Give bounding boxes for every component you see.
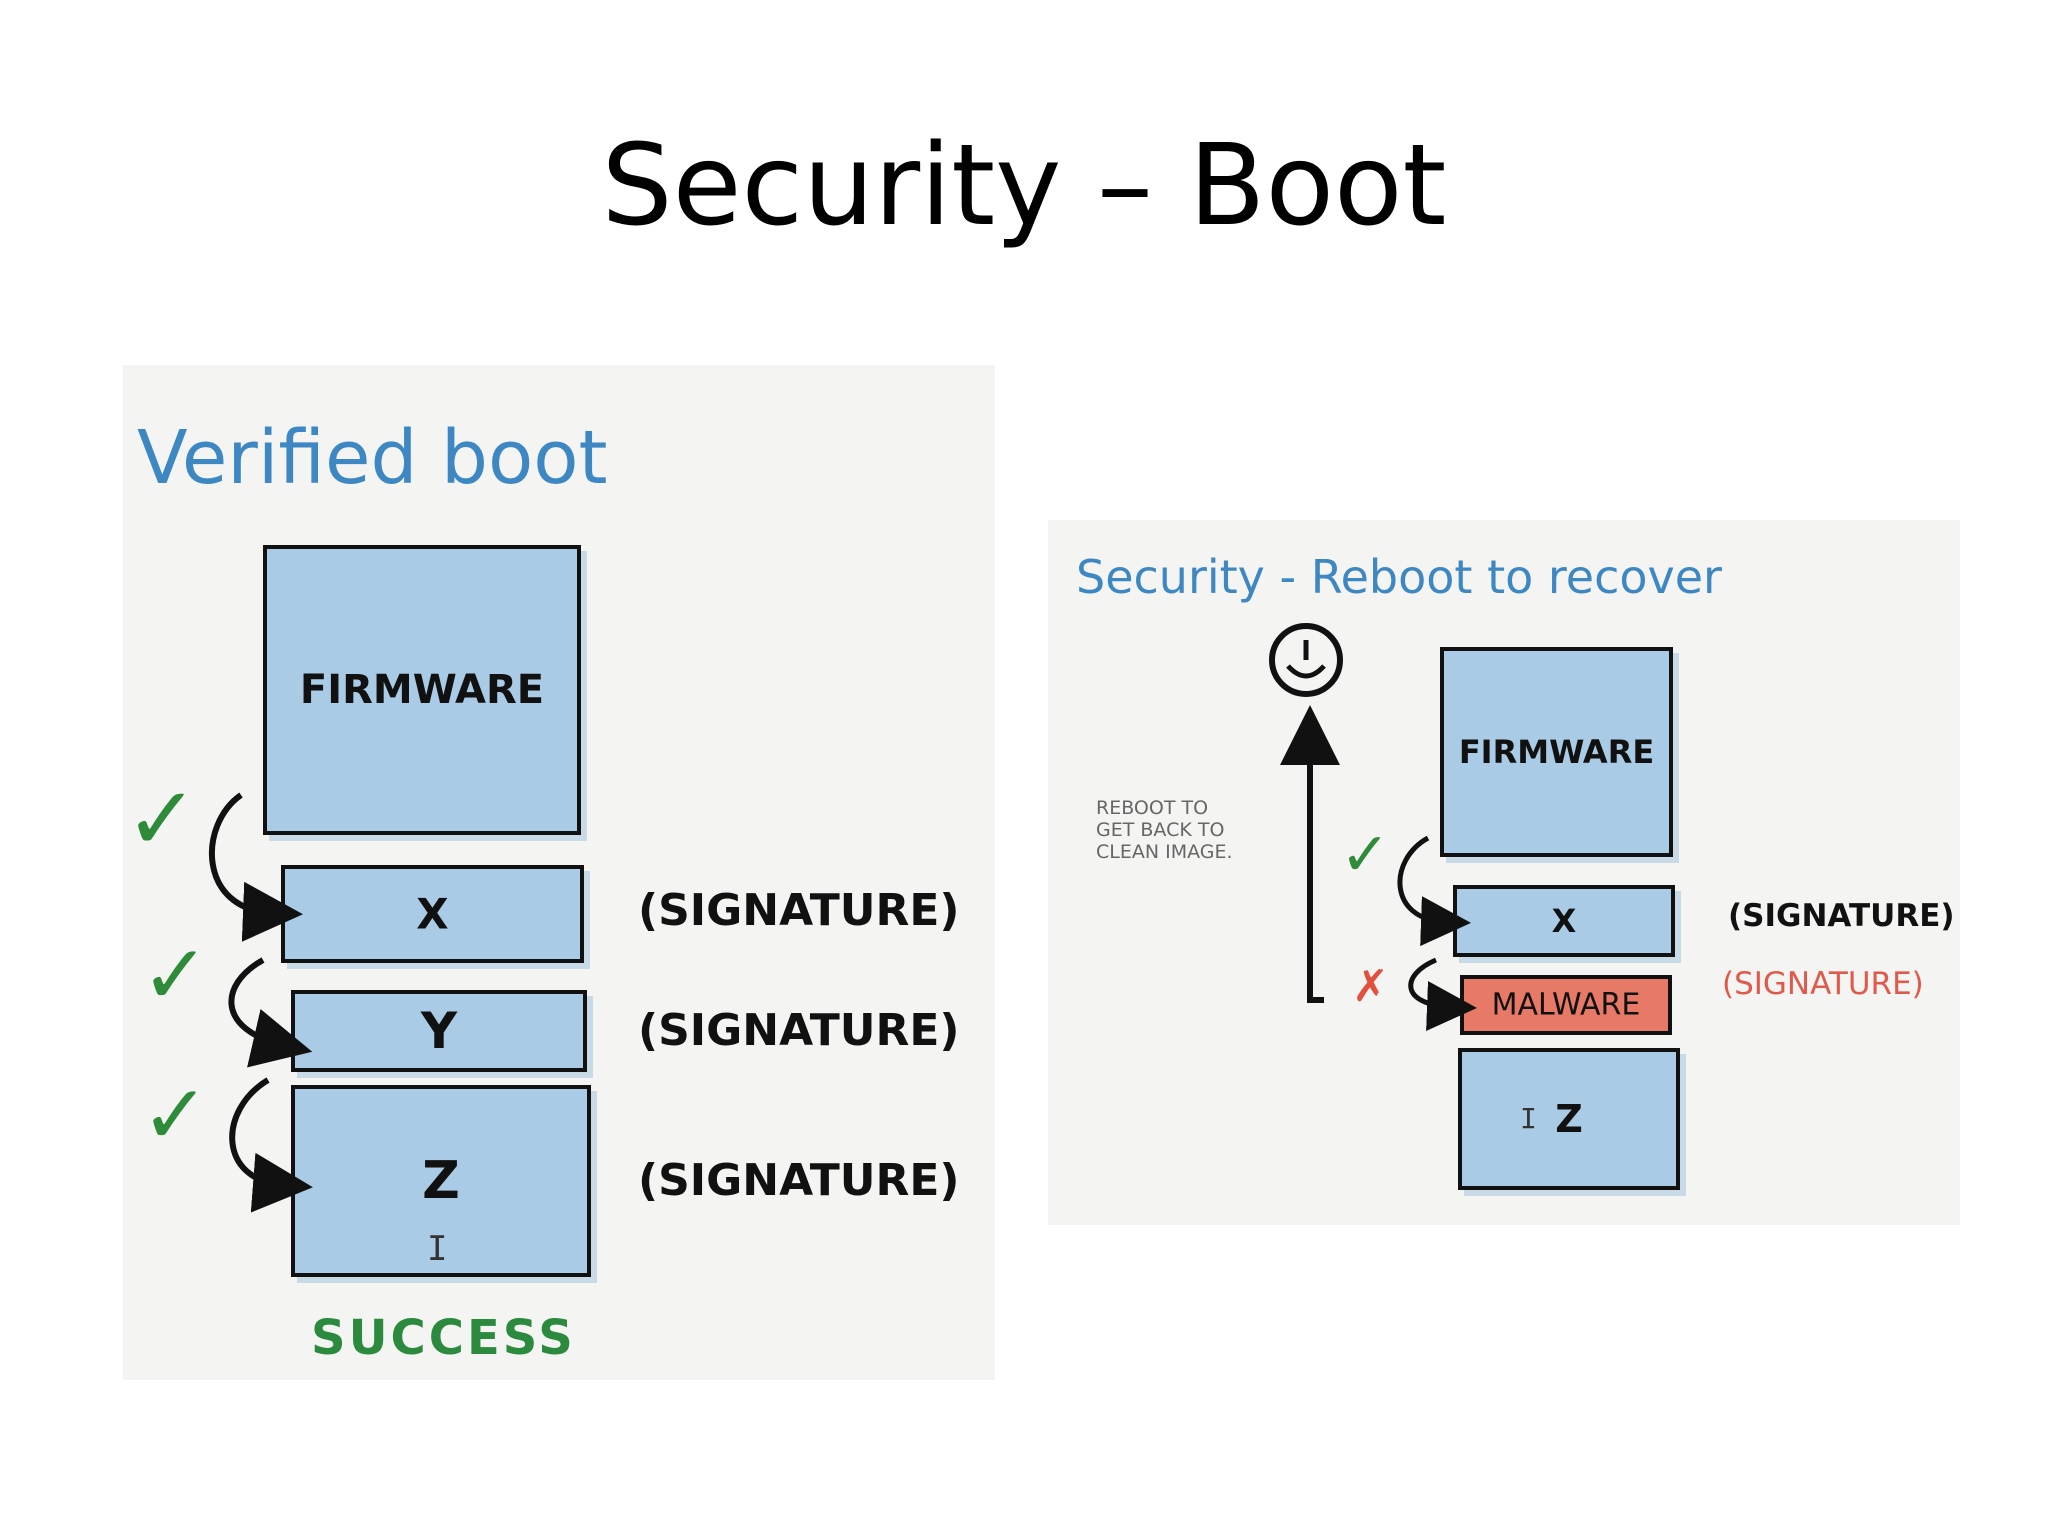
- verified-boot-title: Verified boot: [137, 415, 608, 501]
- cross-icon: ✗: [1352, 961, 1389, 1012]
- firmware-label: FIRMWARE: [1458, 733, 1655, 771]
- z-block: Z I: [291, 1085, 591, 1277]
- signature-x: (SIGNATURE): [1728, 898, 1955, 934]
- smiley-icon: [1269, 623, 1343, 697]
- text-cursor-icon: I: [427, 1229, 448, 1269]
- verification-arrows: [209, 792, 313, 1213]
- verified-boot-panel: Verified boot FIRMWARE X Y Z I (SIGNATUR…: [123, 365, 995, 1380]
- arrow-icon: [1408, 957, 1477, 1032]
- signature-x: (SIGNATURE): [638, 885, 960, 936]
- signature-z: (SIGNATURE): [638, 1155, 960, 1206]
- malware-label: MALWARE: [1491, 987, 1641, 1023]
- arrow-icon: [209, 792, 303, 942]
- check-icon: ✓: [1340, 820, 1391, 890]
- arrow-icon: [228, 957, 313, 1068]
- check-icon: ✓: [141, 1068, 210, 1163]
- x-block: X: [1453, 885, 1675, 957]
- firmware-block: FIRMWARE: [263, 545, 581, 835]
- z-block: Z I: [1458, 1048, 1680, 1190]
- text-cursor-icon: I: [1520, 1102, 1537, 1135]
- firmware-block: FIRMWARE: [1440, 647, 1673, 857]
- x-label: X: [416, 889, 449, 939]
- reboot-recover-panel: Security - Reboot to recover FIRMWARE X …: [1048, 520, 1960, 1225]
- z-label: Z: [422, 1151, 460, 1211]
- z-label: Z: [1555, 1097, 1583, 1141]
- reboot-recover-title: Security - Reboot to recover: [1076, 550, 1722, 604]
- reboot-note: REBOOT TO GET BACK TO CLEAN IMAGE.: [1096, 797, 1233, 863]
- check-icon: ✓: [141, 928, 210, 1023]
- check-icon: ✓: [125, 767, 199, 870]
- signature-malware: (SIGNATURE): [1722, 966, 1924, 1002]
- arrow-icon: [1280, 705, 1340, 1003]
- success-label: SUCCESS: [311, 1310, 576, 1366]
- x-label: X: [1551, 902, 1577, 940]
- arrow-icon: [229, 1077, 313, 1213]
- signature-y: (SIGNATURE): [638, 1005, 960, 1056]
- recovery-arrows: [1269, 623, 1477, 1032]
- x-block: X: [281, 865, 584, 963]
- malware-block: MALWARE: [1460, 975, 1672, 1035]
- y-label: Y: [420, 1002, 458, 1060]
- slide-title: Security – Boot: [601, 121, 1447, 251]
- firmware-label: FIRMWARE: [299, 667, 545, 713]
- arrow-icon: [1397, 835, 1471, 947]
